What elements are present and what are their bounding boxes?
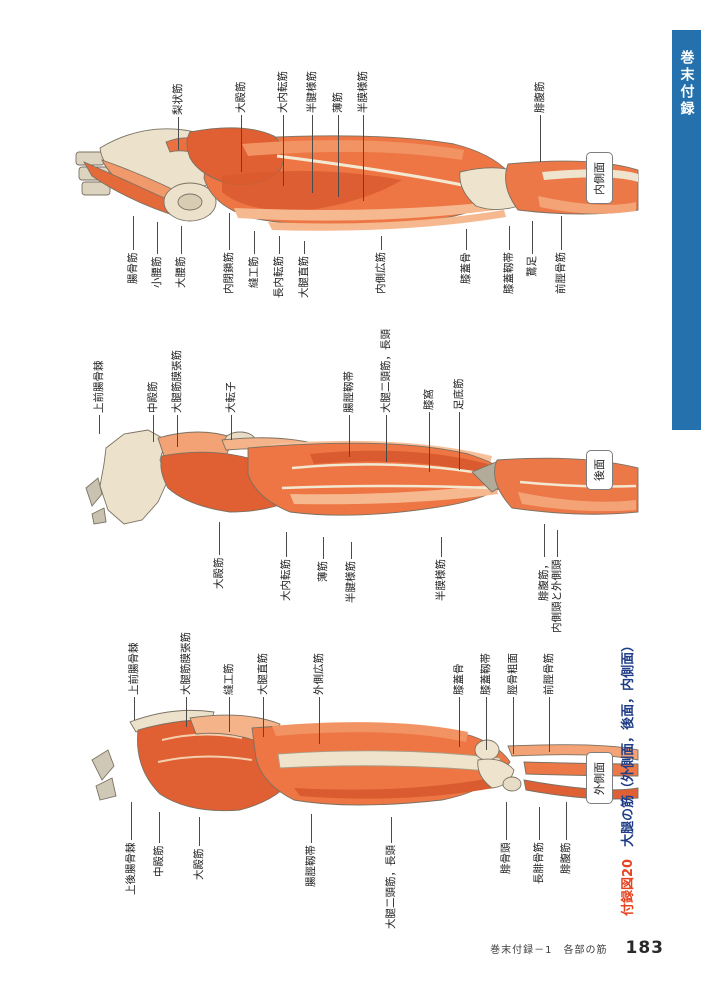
muscle-label: 縫工筋 [222, 663, 235, 696]
muscle-label: 膝窩 [422, 389, 435, 410]
muscle-label: 長腓骨筋 [532, 842, 545, 884]
view-label-box-medial: 内側面 [586, 152, 613, 204]
muscle-label: 上前腸骨棘 [127, 642, 140, 696]
thigh-lateral [91, 709, 639, 812]
muscle-label: 大転子 [224, 381, 237, 414]
muscle-label: 半腱様筋 [344, 561, 357, 603]
figure-caption: 付録図20 大腿の筋（外側面，後面，内側面） [620, 639, 637, 916]
muscle-label: 半膜様筋 [356, 71, 369, 113]
muscle-label: 梨状筋 [171, 83, 184, 116]
view-label-lateral: 外側面 [593, 762, 606, 795]
muscle-label: 前脛骨筋 [554, 252, 567, 294]
fibula-head-bone [502, 776, 522, 792]
muscle-label: 腓腹筋， [537, 559, 550, 601]
view-label-posterior: 後面 [593, 459, 606, 481]
figure-caption-title: 大腿の筋（外側面，後面，内側面） [621, 638, 636, 847]
muscle-label: 腸骨筋 [126, 252, 139, 285]
muscle-label: 前脛骨筋 [542, 653, 555, 695]
appendix-side-tab: 巻末付録 [672, 30, 701, 430]
muscle-label: 大腿二頭筋，長頭 [379, 329, 392, 413]
view-label-box-lateral: 外側面 [586, 752, 613, 804]
muscle-label: 大内転筋 [276, 71, 289, 113]
muscle-label: 小腰筋 [150, 256, 163, 289]
muscle-label: 大腿直筋 [256, 653, 269, 695]
muscle-label: 腓腹筋 [533, 81, 546, 114]
view-label-box-posterior: 後面 [586, 450, 613, 490]
appendix-side-tab-label: 巻末付録 [678, 50, 695, 118]
pelvis-bone [99, 429, 169, 525]
figure-medial-illustration [75, 127, 639, 231]
muscle-label: 内閉鎖筋 [222, 252, 235, 294]
muscle-label: 大腿二頭筋，長頭 [384, 845, 397, 929]
thigh-medial [75, 127, 639, 231]
muscle-label: 膝蓋骨 [459, 252, 472, 285]
muscle-label: 縫工筋 [247, 256, 260, 289]
muscle-label: 大殿筋 [234, 81, 247, 114]
muscle-label: 内側広筋 [374, 252, 387, 294]
tibialis-anterior-muscle [507, 744, 639, 761]
muscle-label: 膝蓋靱帯 [479, 653, 492, 695]
figure-lateral-illustration [91, 709, 639, 812]
footer-section-label: 巻末付録－1 各部の筋 [490, 945, 608, 956]
muscle-label: 大腿筋膜張筋 [170, 350, 183, 413]
muscle-label: 膝蓋骨 [452, 663, 465, 696]
thigh-posterior [85, 429, 639, 525]
muscle-label: 足底筋 [452, 378, 465, 411]
muscle-label: 薄筋 [331, 92, 344, 113]
patella-bone [474, 739, 500, 761]
muscle-label: 大腰筋 [174, 256, 187, 289]
muscle-label: 腸脛靱帯 [304, 845, 317, 887]
muscle-label: 大腿直筋 [297, 256, 310, 298]
muscle-label: 中殿筋 [146, 381, 159, 414]
page-footer: 巻末付録－1 各部の筋 183 [490, 938, 664, 958]
muscle-label: 膝蓋靱帯 [502, 252, 515, 294]
muscle-label: 大内転筋 [279, 559, 292, 601]
figure-posterior-illustration [85, 429, 639, 525]
muscle-label: 長内転筋 [272, 256, 285, 298]
muscle-label: 脛骨粗面 [506, 653, 519, 695]
muscle-label: 薄筋 [316, 561, 329, 582]
muscle-label: 半膜様筋 [434, 559, 447, 601]
muscle-label: 鵞足 [525, 256, 538, 277]
muscle-label: 上後腸骨棘 [124, 842, 137, 896]
muscle-label: 腸脛靱帯 [342, 371, 355, 413]
muscle-label: 外側広筋 [312, 653, 325, 695]
view-label-medial: 内側面 [593, 162, 606, 195]
muscle-label: 大殿筋 [212, 557, 225, 590]
figure-caption-number: 付録図20 [621, 858, 636, 916]
muscle-label: 半腱様筋 [305, 71, 318, 113]
muscle-label: 大殿筋 [192, 848, 205, 881]
muscle-label: 上前腸骨棘 [92, 360, 105, 414]
muscle-label: 内側頭と外側頭 [550, 559, 563, 634]
muscle-label: 腓骨頭 [499, 842, 512, 875]
muscle-label: 大腿筋膜張筋 [179, 632, 192, 695]
muscle-label: 腓腹筋 [559, 842, 572, 875]
muscle-label: 中殿筋 [152, 845, 165, 878]
page-number: 183 [625, 938, 664, 958]
